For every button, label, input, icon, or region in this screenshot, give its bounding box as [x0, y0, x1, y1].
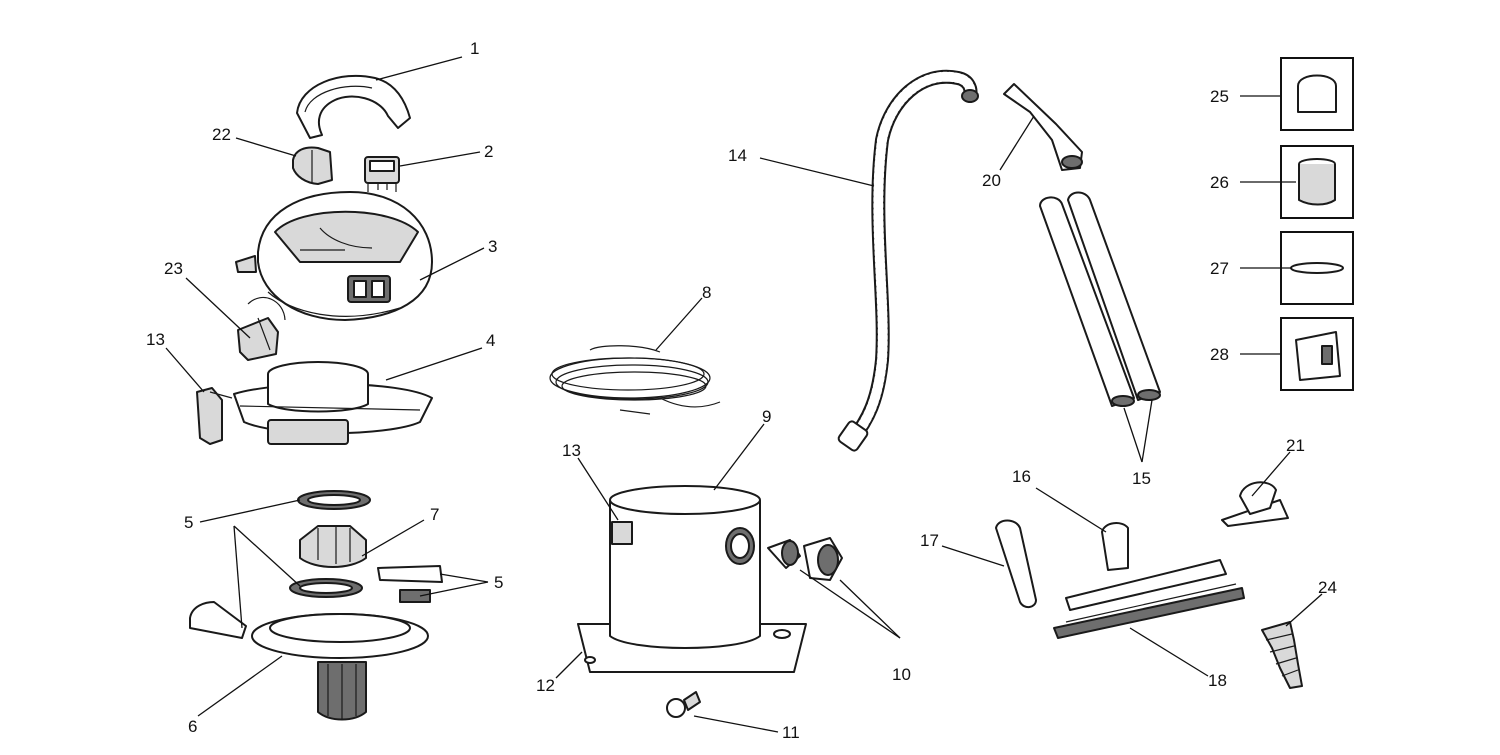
callout-9: 9	[762, 407, 771, 426]
callout-7: 7	[430, 505, 439, 524]
callout-5-left: 5	[184, 513, 193, 532]
part-motor	[299, 525, 367, 568]
part-filter-strip-right	[377, 565, 443, 603]
callout-8: 8	[702, 283, 711, 302]
part-handle	[296, 74, 411, 139]
callout-24: 24	[1318, 578, 1337, 597]
callout-21: 21	[1286, 436, 1305, 455]
callout-15: 15	[1132, 469, 1151, 488]
part-latch	[237, 297, 286, 361]
part-motor-housing	[209, 361, 433, 445]
leader-lines	[165, 56, 1323, 733]
part-utility-nozzle	[1221, 481, 1289, 527]
callout-20: 20	[982, 171, 1001, 190]
part-gasket-bottom	[289, 578, 363, 598]
callout-12: 12	[536, 676, 555, 695]
callout-3: 3	[488, 237, 497, 256]
part-elbow-wand	[1003, 83, 1083, 171]
callout-5-right: 5	[494, 573, 503, 592]
callout-25: 25	[1210, 87, 1229, 106]
part-filter-strip-left	[189, 601, 247, 639]
callout-18: 18	[1208, 671, 1227, 690]
callout-28: 28	[1210, 345, 1229, 364]
part-caster	[666, 691, 701, 718]
callout-11: 11	[782, 723, 800, 742]
callout-2: 2	[484, 142, 493, 161]
part-squeegee	[1053, 583, 1245, 639]
part-cord-hook	[292, 146, 333, 185]
callout-17: 17	[920, 531, 939, 550]
callout-22: 22	[212, 125, 231, 144]
part-floor-nozzle	[1065, 522, 1227, 611]
part-box-25	[1280, 57, 1354, 131]
part-power-cord	[549, 345, 721, 415]
part-gasket-top	[297, 490, 371, 510]
callout-27: 27	[1210, 259, 1229, 278]
part-box-28	[1280, 317, 1354, 391]
callout-26: 26	[1210, 173, 1229, 192]
part-base-ring	[251, 613, 429, 721]
callout-23: 23	[164, 259, 183, 278]
part-side-latch	[196, 387, 223, 445]
callout-16: 16	[1012, 467, 1031, 486]
callout-labels: 1 22 2 3 23 13 4 5 7 5 6 8 9 13 12 10 11…	[146, 39, 1337, 742]
part-box-27	[1280, 231, 1354, 305]
callout-4: 4	[486, 331, 495, 350]
part-hose	[837, 69, 979, 452]
callout-14: 14	[728, 146, 747, 165]
part-crevice-tool	[995, 519, 1037, 608]
part-motor-cover	[235, 191, 433, 321]
callout-13-lower: 13	[562, 441, 581, 460]
callout-10: 10	[892, 665, 911, 684]
part-adapter	[1261, 621, 1303, 689]
part-wand-tubes	[1039, 191, 1161, 407]
part-switch	[364, 156, 400, 192]
callout-13-upper: 13	[146, 330, 165, 349]
callout-1: 1	[470, 39, 479, 58]
callout-6: 6	[188, 717, 197, 736]
part-inlet-adapters	[767, 537, 843, 581]
part-tank	[577, 485, 807, 673]
